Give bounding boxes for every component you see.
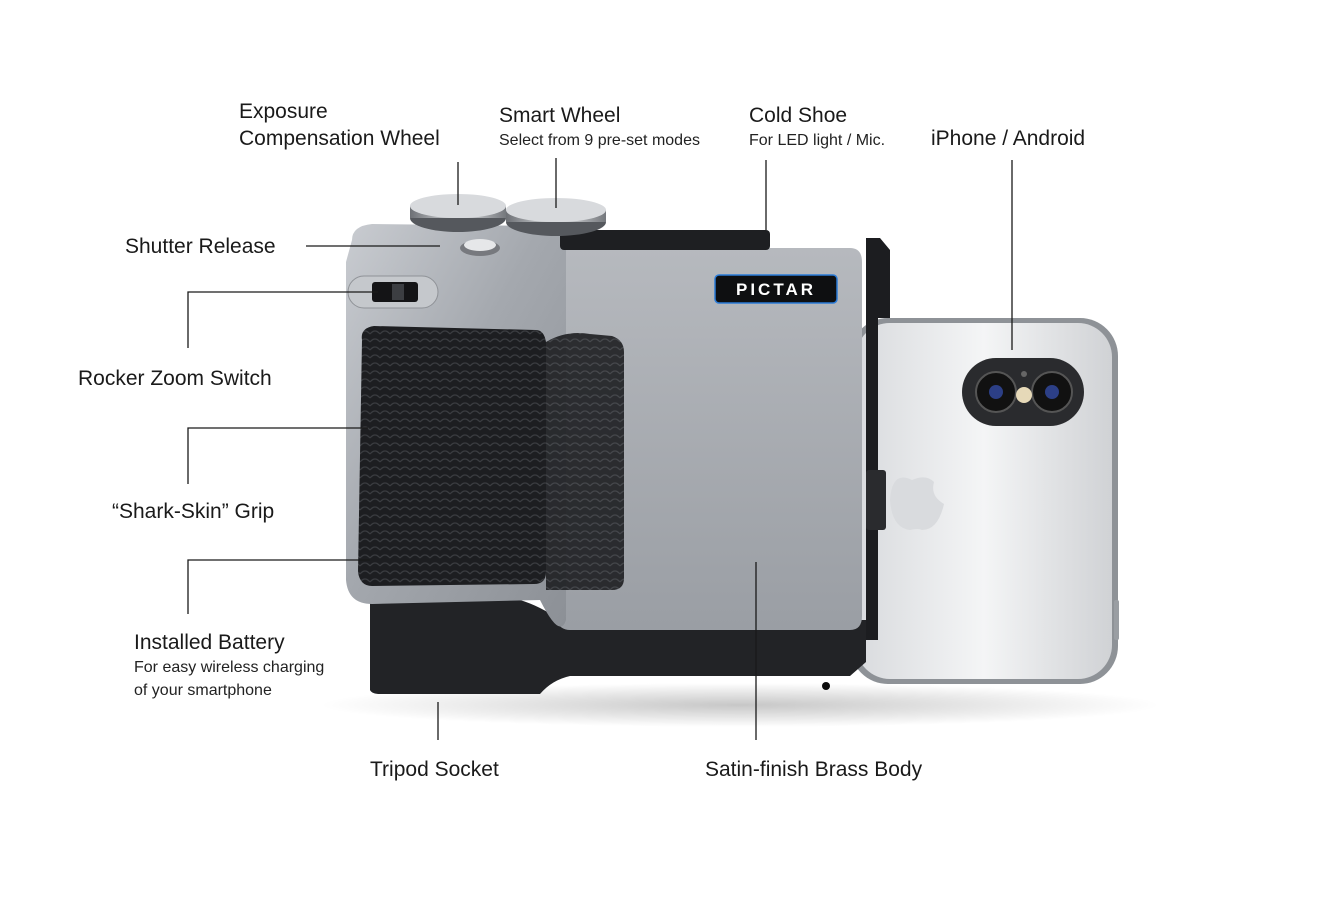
label-title: “Shark-Skin” Grip: [112, 500, 275, 523]
label-grip: “Shark-Skin” Grip: [112, 498, 274, 525]
top-rail: [560, 230, 770, 250]
brand-badge: [714, 274, 838, 304]
label-phone: iPhone / Android: [931, 125, 1085, 152]
label-title: Exposure: [239, 100, 328, 123]
label-title: Shutter Release: [125, 235, 276, 258]
label-title: iPhone / Android: [931, 127, 1086, 150]
shark-skin-grip: [358, 326, 546, 586]
logo-icon: [890, 477, 944, 530]
label-title: Rocker Zoom Switch: [78, 367, 272, 390]
flash-icon: [1016, 387, 1032, 403]
label-smart-wheel: Smart Wheel Select from 9 pre-set modes: [499, 102, 700, 152]
label-title: Installed Battery: [134, 631, 285, 654]
label-subtitle: of your smartphone: [134, 682, 272, 699]
smart-wheel: [506, 198, 606, 236]
label-tripod-socket: Tripod Socket: [370, 756, 499, 783]
label-subtitle: Select from 9 pre-set modes: [499, 132, 700, 149]
label-battery: Installed Battery For easy wireless char…: [134, 629, 324, 702]
leader-lines: [187, 158, 1013, 740]
tripod-socket-hole: [822, 682, 830, 690]
label-title: Tripod Socket: [370, 758, 499, 781]
label-shutter-release: Shutter Release: [125, 233, 276, 260]
exposure-wheel: [410, 194, 506, 232]
label-subtitle: For LED light / Mic.: [749, 132, 886, 149]
label-title: Smart Wheel: [499, 104, 621, 127]
rocker-switch: [347, 275, 439, 309]
brand-logo-text: PICTAR: [736, 280, 816, 299]
label-rocker-zoom: Rocker Zoom Switch: [78, 365, 272, 392]
label-exposure-wheel: Exposure Compensation Wheel: [239, 98, 440, 152]
label-cold-shoe: Cold Shoe For LED light / Mic.: [749, 102, 885, 152]
label-brass-body: Satin-finish Brass Body: [705, 756, 922, 783]
label-title: Cold Shoe: [749, 104, 848, 127]
label-subtitle: For easy wireless charging: [134, 659, 325, 676]
smartphone: [850, 318, 1119, 684]
phone-clamp: [770, 238, 890, 640]
shutter-button: [460, 239, 500, 256]
label-title: Compensation Wheel: [239, 127, 440, 150]
brass-body-front: [556, 248, 862, 630]
label-title: Satin-finish Brass Body: [705, 758, 923, 781]
